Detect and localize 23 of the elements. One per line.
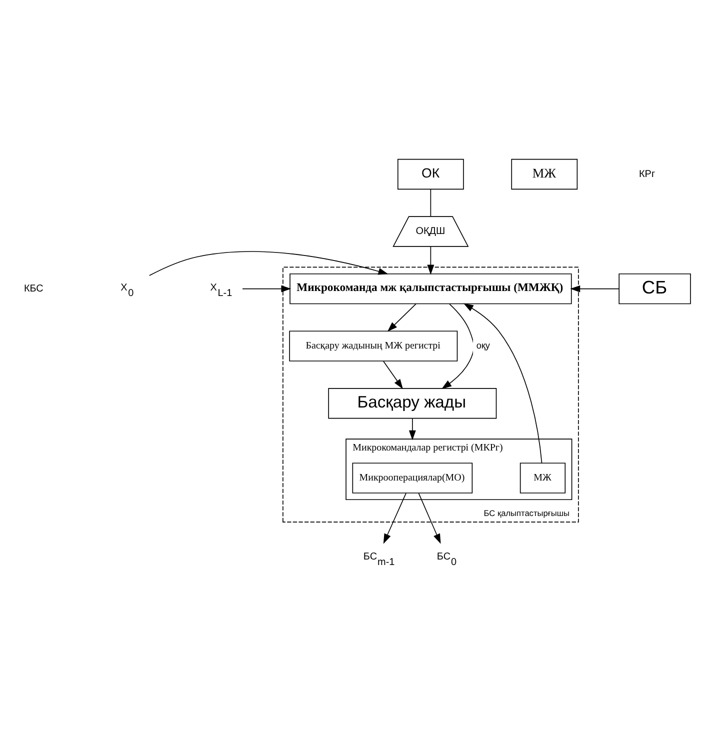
- connector: [430, 188, 432, 216]
- label: КРг: [639, 168, 656, 180]
- arrow: [149, 250, 388, 276]
- arrow: [383, 360, 403, 389]
- node-box: МЖ: [511, 158, 578, 190]
- arrow: [408, 418, 416, 440]
- arrow: [387, 303, 416, 332]
- node-box: СБ: [618, 272, 691, 304]
- arrow: [570, 284, 620, 292]
- arrow: [427, 246, 434, 274]
- node-box: ОК: [397, 158, 464, 190]
- arrow: [442, 303, 474, 388]
- label: КБС: [24, 282, 44, 294]
- arrow: [383, 492, 406, 544]
- node-box: Микрокоманда мж қалыпстастырғышы (ММЖҚ): [290, 272, 572, 304]
- arrow: [242, 284, 292, 292]
- edge-label: оқу: [476, 340, 490, 350]
- arrow: [463, 302, 542, 463]
- node-box: Басқару жадының МЖ регистрі: [289, 330, 458, 361]
- node-box: МЖ: [520, 462, 566, 493]
- node-box: Микрооперациялар(МО): [352, 462, 473, 493]
- node-box: Басқару жады: [328, 388, 497, 418]
- arrow: [418, 492, 441, 544]
